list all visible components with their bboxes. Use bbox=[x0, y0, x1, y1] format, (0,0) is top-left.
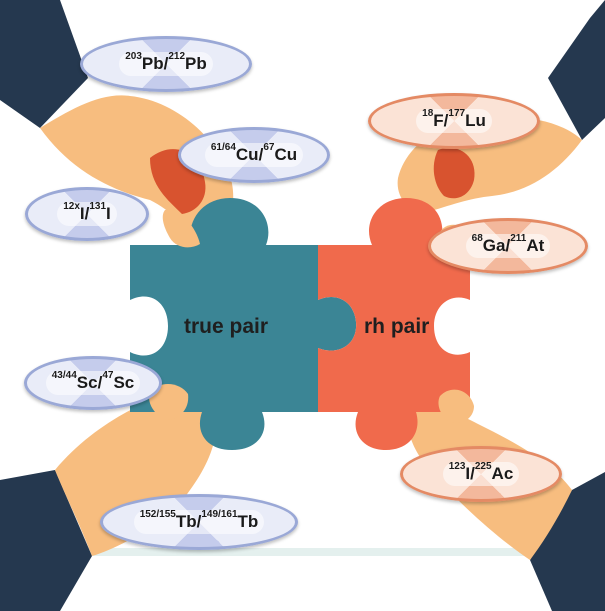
element-symbol: Lu bbox=[465, 111, 486, 130]
badge-cu-text: 61/64Cu/67Cu bbox=[204, 142, 304, 167]
badge-i-ac: 123I/225Ac bbox=[400, 446, 562, 502]
badge-pb: 203Pb/212Pb bbox=[80, 36, 252, 92]
coral-puzzle-piece bbox=[318, 198, 470, 450]
element-symbol: I bbox=[106, 204, 111, 223]
badge-cu: 61/64Cu/67Cu bbox=[178, 127, 330, 183]
element-symbol: Sc bbox=[76, 373, 98, 392]
element-symbol: I bbox=[79, 204, 85, 223]
element-symbol: Cu bbox=[274, 145, 298, 164]
badge-ga-at: 68Ga/211At bbox=[428, 218, 588, 274]
badge-ga-at-text: 68Ga/211At bbox=[465, 233, 551, 258]
sleeve-bottom-left bbox=[0, 470, 92, 611]
mass-number: 68 bbox=[471, 233, 483, 245]
teal-puzzle-piece bbox=[130, 198, 357, 450]
mass-number: 67 bbox=[263, 142, 275, 154]
hand-bottom-left bbox=[55, 397, 216, 556]
mass-number: 47 bbox=[102, 370, 114, 382]
isotope-separator: / bbox=[84, 204, 90, 223]
badge-sc-text: 43/44Sc/47Sc bbox=[45, 370, 141, 395]
element-symbol: Sc bbox=[113, 373, 135, 392]
mass-number: 212 bbox=[168, 51, 186, 63]
mass-number: 152/155 bbox=[139, 509, 176, 521]
badge-tb: 152/155Tb/149/161Tb bbox=[100, 494, 298, 550]
badge-pb-text: 203Pb/212Pb bbox=[119, 51, 213, 76]
element-symbol: Cu bbox=[235, 145, 259, 164]
badge-i-text: 12xI/131I bbox=[57, 201, 117, 226]
true-pair-label: true pair bbox=[184, 315, 269, 338]
isotope-separator: / bbox=[196, 512, 202, 531]
mass-number: 211 bbox=[510, 233, 527, 245]
element-symbol: Pb bbox=[185, 54, 207, 73]
mass-number: 18 bbox=[422, 108, 434, 120]
badge-f-lu-text: 18F/177Lu bbox=[416, 108, 492, 133]
element-symbol: Ga bbox=[482, 236, 506, 255]
floor-line bbox=[0, 548, 605, 556]
mass-number: 149/161 bbox=[201, 509, 238, 521]
isotope-separator: / bbox=[470, 464, 475, 483]
mass-number: 12x bbox=[63, 201, 80, 213]
element-symbol: Pb bbox=[141, 54, 164, 73]
mass-number: 61/64 bbox=[210, 142, 236, 154]
finger-shadow-top-right bbox=[433, 147, 475, 199]
isotope-separator: / bbox=[505, 236, 511, 255]
badge-i: 12xI/131I bbox=[25, 187, 149, 241]
mass-number: 203 bbox=[125, 51, 142, 63]
element-symbol: F bbox=[433, 111, 444, 130]
thumb-top-left bbox=[162, 209, 200, 248]
mass-number: 131 bbox=[89, 201, 107, 213]
isotope-separator: / bbox=[258, 145, 264, 164]
element-symbol: Ac bbox=[491, 464, 514, 483]
rh-pair-label: rh pair bbox=[364, 315, 430, 338]
mass-number: 225 bbox=[474, 461, 492, 473]
isotope-separator: / bbox=[163, 54, 169, 73]
mass-number: 123 bbox=[448, 461, 466, 473]
badge-sc: 43/44Sc/47Sc bbox=[24, 356, 162, 410]
isotope-separator: / bbox=[97, 373, 103, 392]
sleeve-top-left bbox=[0, 0, 88, 128]
thumb-bottom-left bbox=[149, 383, 189, 420]
badge-f-lu: 18F/177Lu bbox=[368, 93, 540, 149]
mass-number: 43/44 bbox=[51, 370, 77, 382]
badge-i-ac-text: 123I/225Ac bbox=[442, 461, 520, 486]
sleeve-top-right bbox=[548, 0, 605, 140]
element-symbol: Tb bbox=[175, 512, 197, 531]
sleeve-bottom-right bbox=[530, 472, 605, 611]
mass-number: 177 bbox=[448, 108, 466, 120]
element-symbol: At bbox=[526, 236, 545, 255]
badge-tb-text: 152/155Tb/149/161Tb bbox=[133, 509, 265, 534]
thumb-bottom-right bbox=[438, 389, 474, 424]
element-symbol: I bbox=[465, 464, 471, 483]
element-symbol: Tb bbox=[237, 512, 259, 531]
isotope-separator: / bbox=[443, 111, 449, 130]
